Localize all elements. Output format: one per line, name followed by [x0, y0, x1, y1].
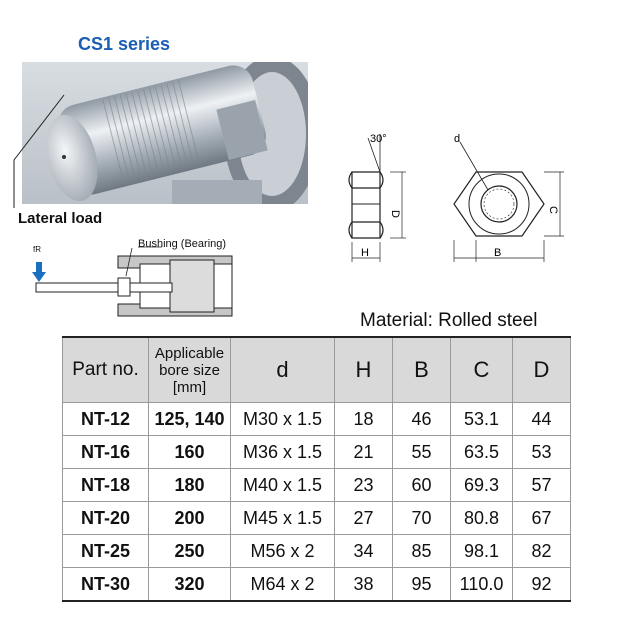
header-part-no: Part no.: [62, 336, 149, 403]
cell-bore: 180: [148, 468, 231, 502]
cell-D: 53: [512, 435, 571, 469]
table-row: NT-16 160 M36 x 1.5 21 55 63.5 53: [62, 435, 571, 469]
force-arrow-icon: [32, 262, 46, 282]
cell-D: 57: [512, 468, 571, 502]
table-header-row: Part no. Applicable bore size [mm] d H B…: [62, 336, 571, 403]
cell-B: 70: [392, 501, 451, 535]
header-D: D: [512, 336, 571, 403]
nut-front-drawing: d C B: [453, 133, 564, 262]
force-label: fR: [33, 245, 41, 254]
cell-C: 63.5: [450, 435, 513, 469]
cell-bore: 160: [148, 435, 231, 469]
cell-H: 23: [334, 468, 393, 502]
header-bore-line2: bore size: [159, 361, 220, 379]
series-title: CS1 series: [78, 34, 171, 54]
cell-D: 67: [512, 501, 571, 535]
cell-D: 82: [512, 534, 571, 568]
cell-d: M56 x 2: [230, 534, 335, 568]
cell-H: 21: [334, 435, 393, 469]
cell-part: NT-20: [62, 501, 149, 535]
header-bore-line1: Applicable: [154, 344, 225, 362]
dim-B-label: B: [494, 247, 501, 259]
material-caption: Material: Rolled steel: [360, 310, 538, 331]
nut-side-drawing: 30° D H: [348, 133, 406, 262]
angle-label: 30°: [370, 133, 387, 145]
cell-B: 95: [392, 567, 451, 602]
header-C: C: [450, 336, 513, 403]
cell-part: NT-18: [62, 468, 149, 502]
table-row: NT-18 180 M40 x 1.5 23 60 69.3 57: [62, 468, 571, 502]
cell-d: M64 x 2: [230, 567, 335, 602]
bushing-label: Bushing (Bearing): [138, 238, 227, 250]
cell-C: 98.1: [450, 534, 513, 568]
cell-bore: 200: [148, 501, 231, 535]
product-photo: [22, 62, 308, 204]
cell-H: 27: [334, 501, 393, 535]
cell-bore: 250: [148, 534, 231, 568]
dim-D-label: D: [389, 210, 401, 218]
cell-part: NT-12: [62, 402, 149, 436]
header-d: d: [230, 336, 335, 403]
cell-B: 46: [392, 402, 451, 436]
table-row: NT-25 250 M56 x 2 34 85 98.1 82: [62, 534, 571, 568]
cell-bore: 320: [148, 567, 231, 602]
spec-table: Part no. Applicable bore size [mm] d H B…: [62, 336, 571, 602]
bushing-schematic: [32, 246, 233, 317]
cell-bore: 125, 140: [148, 402, 231, 436]
cell-H: 34: [334, 534, 393, 568]
cell-B: 55: [392, 435, 451, 469]
table-row: NT-20 200 M45 x 1.5 27 70 80.8 67: [62, 501, 571, 535]
cell-B: 60: [392, 468, 451, 502]
cell-C: 69.3: [450, 468, 513, 502]
cell-d: M40 x 1.5: [230, 468, 335, 502]
cell-part: NT-30: [62, 567, 149, 602]
header-bore-line3: [mm]: [172, 378, 207, 396]
cell-B: 85: [392, 534, 451, 568]
dim-d-label: d: [454, 133, 460, 145]
table-row: NT-30 320 M64 x 2 38 95 110.0 92: [62, 567, 571, 602]
lateral-load-label: Lateral load: [18, 210, 103, 227]
header-bore-size: Applicable bore size [mm]: [148, 336, 231, 403]
cell-part: NT-25: [62, 534, 149, 568]
table-row: NT-12 125, 140 M30 x 1.5 18 46 53.1 44: [62, 402, 571, 436]
lateral-load-leader: [13, 94, 65, 208]
cell-C: 80.8: [450, 501, 513, 535]
cell-d: M30 x 1.5: [230, 402, 335, 436]
cell-H: 18: [334, 402, 393, 436]
dim-C-label: C: [547, 206, 559, 214]
cell-part: NT-16: [62, 435, 149, 469]
cell-H: 38: [334, 567, 393, 602]
cell-C: 53.1: [450, 402, 513, 436]
cell-d: M45 x 1.5: [230, 501, 335, 535]
cell-C: 110.0: [450, 567, 513, 602]
dim-H-label: H: [361, 247, 369, 259]
header-B: B: [392, 336, 451, 403]
header-H: H: [334, 336, 393, 403]
cell-D: 44: [512, 402, 571, 436]
cell-d: M36 x 1.5: [230, 435, 335, 469]
cell-D: 92: [512, 567, 571, 602]
